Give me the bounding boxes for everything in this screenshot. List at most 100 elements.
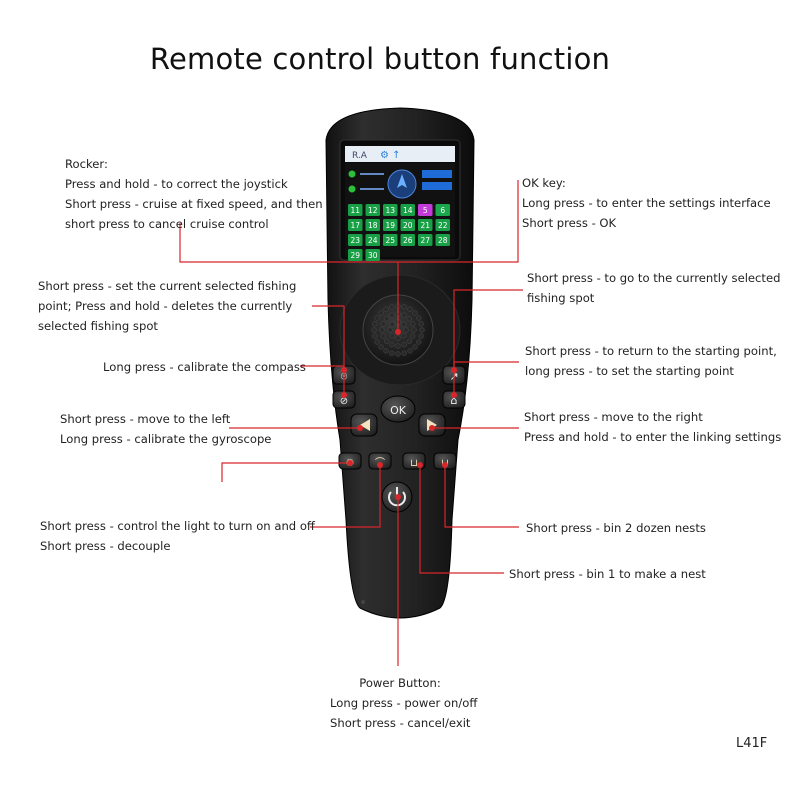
decouple-leader [310, 465, 381, 528]
joystick-dot [410, 321, 416, 327]
bin1-callout: Short press - bin 1 to make a nest [509, 567, 706, 581]
ok-button[interactable]: OK [380, 395, 416, 423]
screen-cell [348, 249, 363, 261]
ok-key-callout: OK key:Long press - to enter the setting… [522, 176, 771, 230]
screen-cell-label: 13 [385, 206, 395, 215]
diagram-title: Remote control button function [149, 42, 611, 76]
joystick-dot [387, 327, 393, 333]
svg-text:⊔: ⊔ [410, 458, 418, 469]
joystick-dot [380, 333, 386, 339]
joystick-dot [418, 321, 424, 327]
bin1-leader [419, 465, 504, 574]
joystick-dot [389, 304, 395, 310]
model-code: L41F [736, 736, 768, 751]
screen-cell [435, 219, 450, 231]
joystick-dot [416, 315, 422, 321]
svg-text:⊘: ⊘ [340, 396, 348, 407]
screen-cell [418, 234, 433, 246]
light-leader [221, 462, 350, 482]
screen-cell [348, 219, 363, 231]
rocker-leader [179, 223, 399, 332]
fishing-spot-right-leader [453, 289, 523, 370]
joystick-dot [389, 321, 395, 327]
joystick-dot [389, 333, 395, 339]
screen-cell-label: 25 [385, 236, 395, 245]
joystick-dot [401, 350, 407, 356]
joystick-dot [401, 333, 407, 339]
joystick-dot [412, 310, 418, 316]
fishing-point-left-callout: Short press - set the current selected f… [38, 279, 297, 333]
bin2-leader [444, 465, 519, 528]
leader-dots [341, 329, 457, 500]
joystick-dot [401, 342, 407, 348]
screen-cell-label: 5 [423, 206, 428, 215]
screen-cell-label: 11 [350, 206, 360, 215]
joystick-dot [416, 339, 422, 345]
joystick-dot [374, 339, 380, 345]
screen-cell-label: 12 [368, 206, 378, 215]
joystick-dot [395, 335, 401, 341]
joystick-dot [371, 327, 377, 333]
joystick-dot [378, 344, 384, 350]
joystick-dot [372, 321, 378, 327]
home-small-icon [348, 185, 356, 193]
ok-key-leader [398, 180, 519, 263]
screen-cell [383, 234, 398, 246]
screen-cell [418, 219, 433, 231]
screen-cell [365, 249, 380, 261]
fishing-spot-right-callout: Short press - to go to the currently sel… [527, 271, 781, 305]
screen-cell-label: 23 [350, 236, 360, 245]
joystick-dot [407, 306, 413, 312]
screen-cell-label: 18 [368, 221, 378, 230]
joystick-dot [410, 333, 416, 339]
screen-cell-label: 26 [403, 236, 413, 245]
screen-cell [383, 204, 398, 216]
joystick-dot [406, 338, 412, 344]
joystick-dot [401, 304, 407, 310]
rocker-callout: Rocker:Press and hold - to correct the j… [65, 157, 323, 231]
leader-lines [179, 180, 523, 666]
joystick-dot [383, 306, 389, 312]
screen-cell-label: 28 [438, 236, 448, 245]
screen-cell [400, 219, 415, 231]
joystick-dot [389, 312, 395, 318]
screen-cell [418, 204, 433, 216]
joystick-dot [411, 327, 417, 333]
screen-cell [365, 204, 380, 216]
screen-cell-label: 14 [403, 206, 413, 215]
joystick-dot [389, 350, 395, 356]
screen-cell-label: 30 [368, 251, 378, 260]
screen-cell [435, 204, 450, 216]
joystick-dot [401, 321, 407, 327]
joystick-dot [419, 327, 425, 333]
screen-cell-label: 20 [403, 221, 413, 230]
screen-cell [348, 204, 363, 216]
svg-text:⌂: ⌂ [451, 394, 458, 407]
home-leader [453, 361, 519, 395]
compass-callout: Long press - calibrate the compass [103, 360, 306, 374]
screen-cell [348, 234, 363, 246]
joystick-dot [378, 310, 384, 316]
joystick-dot [407, 348, 413, 354]
screen-cell [365, 234, 380, 246]
screen-cell-label: 29 [350, 251, 360, 260]
left-arrow-button[interactable] [350, 413, 378, 437]
joystick-dot [374, 315, 380, 321]
joystick-dot [384, 316, 390, 322]
screen-cell-label: 6 [440, 206, 445, 215]
joystick-dot [395, 351, 401, 357]
screen-cell-label: 27 [420, 236, 430, 245]
screen-cell [365, 219, 380, 231]
joystick-dot [384, 338, 390, 344]
ok-button-label: OK [390, 404, 407, 417]
screen-cell [400, 234, 415, 246]
joystick-dot [383, 348, 389, 354]
svg-text:⚙ ↑: ⚙ ↑ [380, 150, 401, 161]
joystick-dot [379, 327, 385, 333]
gps-icon [348, 170, 356, 178]
